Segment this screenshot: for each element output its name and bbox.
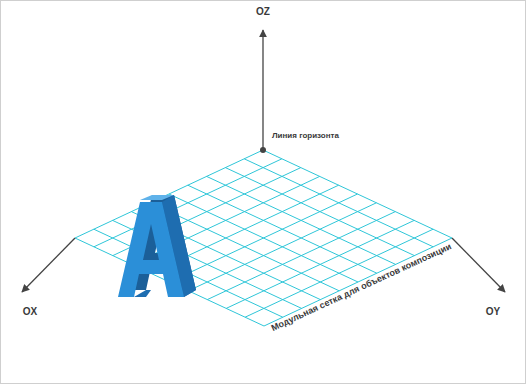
grid-line: [188, 203, 376, 291]
axis-oy: [452, 238, 505, 292]
modular-grid: [75, 150, 452, 326]
horizon-dot: [260, 147, 266, 153]
grid-line: [264, 238, 452, 326]
axis-label: OZ: [256, 6, 270, 17]
axis-label: OX: [23, 306, 37, 317]
grid-line: [169, 194, 358, 282]
grid-line: [226, 220, 414, 308]
axis-ox: [22, 238, 75, 292]
axis-oz: [262, 30, 263, 150]
grid-line: [170, 194, 358, 282]
letter-a-figure: [118, 195, 196, 297]
horizon-label: Линия горизонта: [272, 132, 339, 141]
axis-label: OY: [486, 306, 500, 317]
